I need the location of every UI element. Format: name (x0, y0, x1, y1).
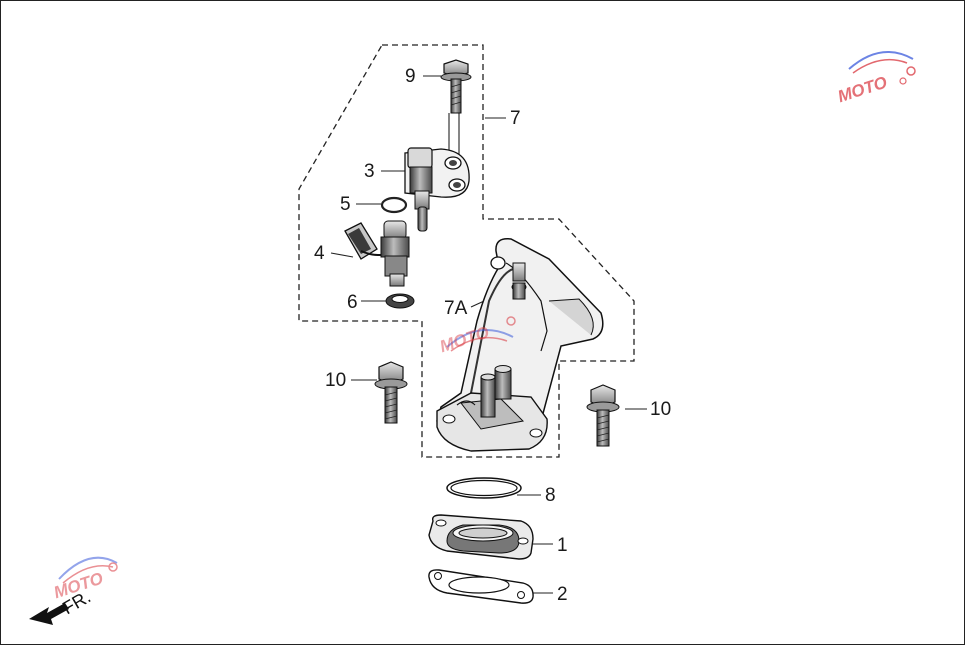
leader-lines (330, 75, 647, 594)
callout-10-right: 10 (650, 399, 672, 420)
watermark-logo-mid (446, 316, 516, 352)
bolt-10-right (586, 384, 620, 447)
oring-8 (446, 477, 522, 499)
callout-6: 6 (347, 292, 358, 313)
callout-3: 3 (364, 161, 375, 182)
sensor-4 (344, 220, 410, 287)
sensor-3 (404, 147, 470, 232)
callout-9: 9 (405, 66, 416, 87)
callout-7a: 7A (444, 298, 468, 319)
callout-5: 5 (340, 194, 351, 215)
watermark-logo-top (848, 51, 916, 85)
bolt-10-left (374, 361, 408, 424)
flange-1 (428, 514, 534, 560)
assembly-boundary-dashed (298, 44, 635, 458)
callout-2: 2 (557, 584, 568, 605)
callout-8: 8 (545, 485, 556, 506)
watermark-logo-bottom (58, 556, 118, 584)
oring-5 (380, 196, 408, 214)
callout-10-left: 10 (325, 370, 347, 391)
bolt-9 (440, 59, 472, 114)
washer-6 (385, 293, 415, 309)
callout-7: 7 (510, 108, 521, 129)
callout-1: 1 (557, 535, 568, 556)
callout-4: 4 (314, 243, 325, 264)
front-direction-arrow (29, 603, 69, 625)
housing-7 (436, 238, 604, 452)
gasket-2 (428, 569, 534, 604)
